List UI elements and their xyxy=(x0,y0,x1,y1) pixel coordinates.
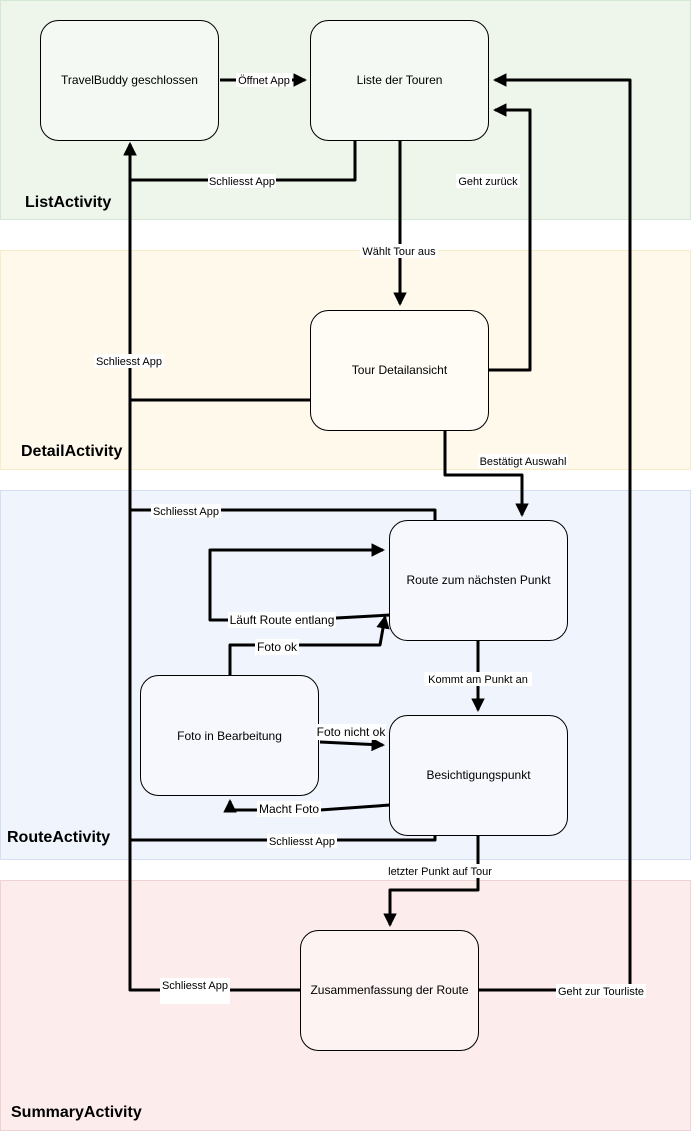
edge-close-from-summary xyxy=(123,141,300,992)
node-summary xyxy=(300,930,479,1051)
edge-label-takes-photo: Macht Foto xyxy=(259,802,319,816)
lane-title-route: RouteActivity xyxy=(7,829,110,846)
node-tours xyxy=(310,20,489,141)
node-detail xyxy=(310,310,489,431)
edge-photo-ok xyxy=(228,615,390,675)
edge-label-selects-tour: Wählt Tour aus xyxy=(362,246,436,258)
edge-label-closes-app-4: Schliesst App xyxy=(269,836,335,848)
edge-photo-not-ok xyxy=(319,737,386,752)
node-sight-label: Besichtigungspunkt xyxy=(426,768,531,782)
node-route-label: Route zum nächsten Punkt xyxy=(406,573,551,587)
lane-route-activity xyxy=(0,490,691,860)
edge-label-closes-app-2: Schliesst App xyxy=(96,356,162,368)
node-closed-label: TravelBuddy geschlossen xyxy=(61,73,198,87)
node-photo-label: Foto in Bearbeitung xyxy=(177,729,282,743)
edge-label-closes-app-5: Schliesst App xyxy=(162,980,228,992)
node-detail-label: Tour Detailansicht xyxy=(352,363,448,377)
lane-title-list: ListActivity xyxy=(25,194,111,211)
node-closed xyxy=(40,20,219,141)
edge-label-arrives: Kommt am Punkt an xyxy=(428,674,528,686)
node-tours-label: Liste der Touren xyxy=(357,73,443,87)
edge-label-goes-back: Geht zurück xyxy=(458,176,518,188)
edge-label-confirms: Bestätigt Auswahl xyxy=(480,456,567,468)
edge-to-tour-list xyxy=(479,73,632,992)
edge-goes-back xyxy=(489,103,532,372)
edge-confirms xyxy=(443,431,529,518)
edge-label-last-point: letzter Punkt auf Tour xyxy=(388,866,492,878)
node-summary-label: Zusammenfassung der Route xyxy=(310,983,468,997)
lane-title-detail: DetailActivity xyxy=(21,443,122,460)
lane-title-summary: SummaryActivity xyxy=(11,1104,142,1121)
edge-label-photo-ok: Foto ok xyxy=(257,640,298,654)
edge-label-closes-app-3: Schliesst App xyxy=(153,506,219,518)
node-sight xyxy=(389,715,568,836)
edge-close-from-route xyxy=(130,508,437,520)
edge-label-to-tour-list: Geht zur Tourliste xyxy=(558,986,644,998)
edge-label-closes-app-1: Schliesst App xyxy=(209,176,275,188)
edge-label-photo-not-ok: Foto nicht ok xyxy=(317,725,387,739)
edge-label-walks-route: Läuft Route entlang xyxy=(230,613,335,627)
node-route xyxy=(389,520,568,641)
edge-last-point xyxy=(383,835,480,928)
edge-close-from-sight xyxy=(130,835,437,842)
edge-label-opens-app: Öffnet App xyxy=(238,75,290,87)
